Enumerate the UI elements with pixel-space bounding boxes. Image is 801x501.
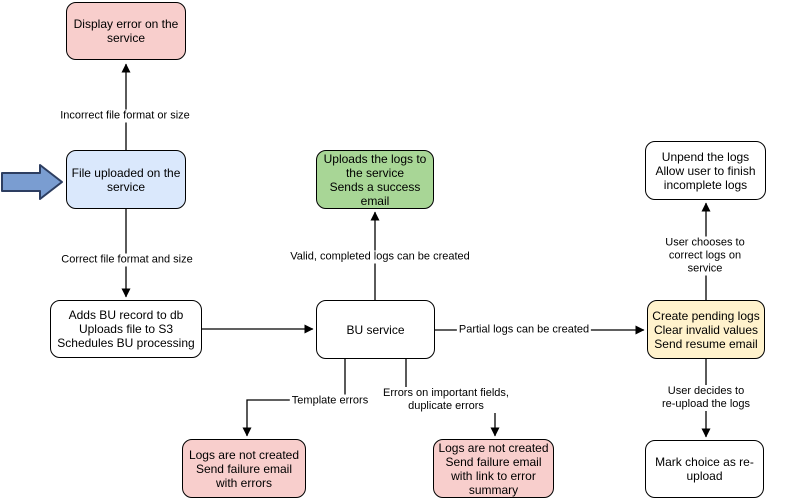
node-unpend-logs: Unpend the logs Allow user to finish inc… [645,141,766,200]
edge-label-valid-completed: Valid, completed logs can be created [288,250,472,264]
edge-label-user-reupload: User decides to re-upload the logs [658,385,754,411]
node-logs-not-created-errors: Logs are not created Send failure email … [182,439,306,498]
edge-label-incorrect-format: Incorrect file format or size [58,109,192,123]
edge-label-template-errors: Template errors [289,394,371,408]
edge-label-user-chooses: User chooses to correct logs on service [657,236,753,276]
node-logs-not-created-summary: Logs are not created Send failure email … [433,439,554,498]
node-file-uploaded: File uploaded on the service [66,150,186,209]
right-arrow-icon [1,164,63,200]
node-mark-choice: Mark choice as re- upload [645,440,764,498]
node-display-error: Display error on the service [66,2,186,60]
edge-label-correct-format: Correct file format and size [59,253,195,267]
node-adds-bu-record: Adds BU record to db Uploads file to S3 … [50,300,202,358]
node-create-pending: Create pending logs Clear invalid values… [647,300,765,359]
node-uploads-logs: Uploads the logs to the service Sends a … [316,150,434,209]
node-bu-service: BU service [316,300,435,359]
edge-label-partial-logs: Partial logs can be created [456,323,592,337]
edge-label-important-fields: Errors on important fields, duplicate er… [381,387,511,413]
